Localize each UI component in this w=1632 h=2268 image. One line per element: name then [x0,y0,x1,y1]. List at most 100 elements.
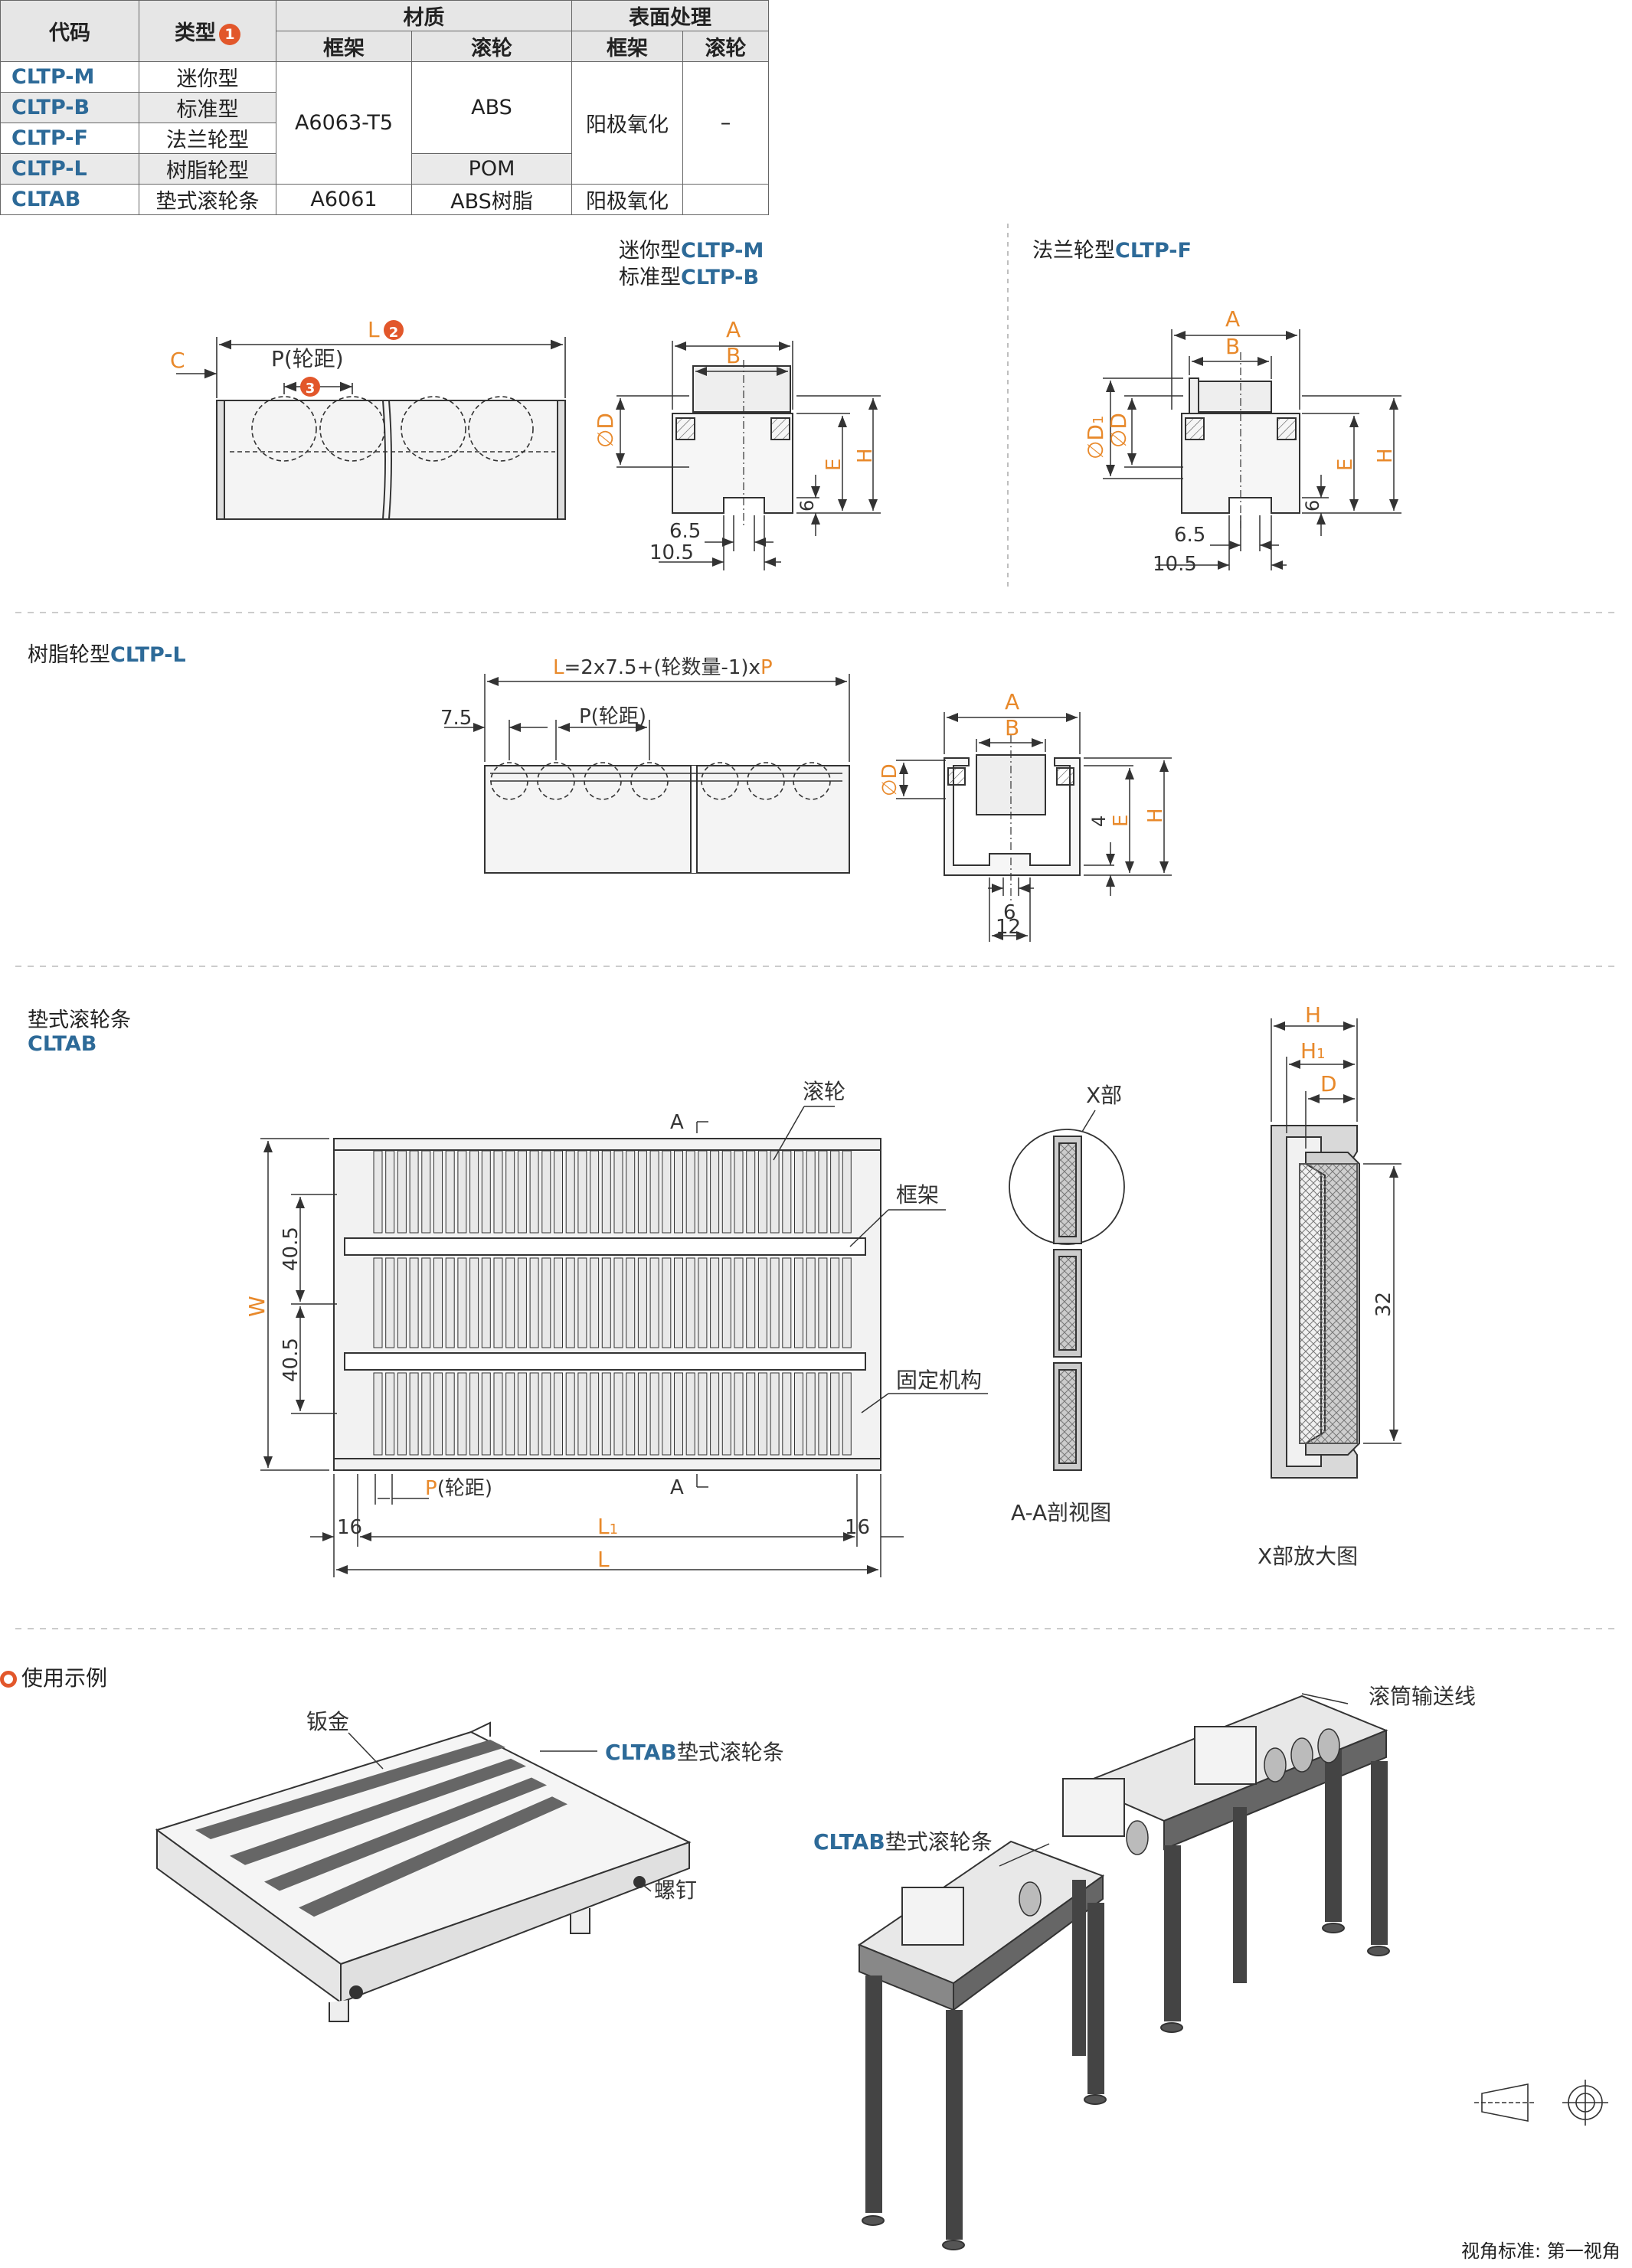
roller-bar [818,1257,828,1348]
roller-bar [770,1257,780,1348]
dim-B: B [726,343,741,368]
roller-bar [505,1257,515,1348]
dim-40-5-b: 40.5 [280,1338,303,1382]
callout-roller: 滚轮 [803,1079,845,1104]
note-badge: 1 [219,23,240,45]
roller-bar [590,1150,600,1234]
resin-label: 树脂轮型CLTP-L [28,643,186,667]
roller-bar [626,1257,636,1348]
first-angle-projection-icon [1474,2080,1608,2126]
flange-label: 法兰轮型CLTP-F [1032,239,1192,263]
cross-section-flange [1103,329,1401,570]
roller-strips [195,1740,567,1917]
dim-6-5: 6.5 [1174,524,1205,547]
roller-bar [830,1150,840,1234]
dim-B: B [1225,334,1240,359]
dim-H1: H1 [1300,1038,1326,1064]
roller-bar [770,1150,780,1234]
roller-bar [409,1257,419,1348]
roller-bar [649,1150,659,1234]
caption-x-zoom: X部放大图 [1258,1544,1358,1569]
dim-L: L [368,317,380,342]
dim-A: A [726,317,741,342]
roller-bar [397,1150,407,1234]
roller-bar [830,1372,840,1456]
dim-H: H [1144,808,1167,823]
mat-plan-view [260,1106,988,1577]
dim-L-formula: L=2x7.5+(轮数量-1)xP [553,656,773,679]
usage-example-title: 使用示例 [0,1662,107,1692]
roller-bar [373,1372,383,1456]
roller-bar [842,1150,852,1234]
roller-bar [541,1257,551,1348]
roller-strip [299,1796,567,1917]
row-type: 标准型 [139,92,276,123]
roller-bar [541,1372,551,1456]
roller-bar [806,1257,816,1348]
badge-3: 3 [306,381,316,397]
cell-roller-abs-resin: ABS树脂 [411,184,572,215]
callout-x-part: X部 [1086,1083,1122,1108]
roller-bar [734,1372,744,1456]
callout-conveyor: 滚筒输送线 [1369,1684,1476,1709]
roller-bar [601,1150,611,1234]
roller-bar [469,1257,479,1348]
roller-bar [421,1372,431,1456]
roller-bar [433,1150,443,1234]
roller-bar [590,1372,600,1456]
sheet-metal-illustration [155,1721,692,2022]
roller-bar [421,1150,431,1234]
roller-bar [529,1372,539,1456]
roller-bar [493,1150,503,1234]
callout-cltab: CLTAB垫式滚轮条 [605,1740,784,1765]
roller-bar [445,1257,455,1348]
roller-bar [433,1372,443,1456]
roller-bar [710,1150,720,1234]
roller-bar [529,1150,539,1234]
roller-bar [577,1372,587,1456]
dim-40-5-a: 40.5 [280,1227,303,1271]
roller-bar [721,1150,731,1234]
roller-bar [613,1150,623,1234]
dim-4: 4 [1088,815,1110,827]
roller-bar [397,1372,407,1456]
row-type: 迷你型 [139,61,276,93]
callout-frame: 框架 [896,1182,939,1208]
roller-bar [685,1372,695,1456]
cell-roller-abs: ABS [411,61,572,154]
roller-bar [757,1372,767,1456]
roller-bar [674,1372,683,1456]
dim-D: ∅D [1106,413,1131,448]
roller-bar [529,1257,539,1348]
roller-bar [445,1372,455,1456]
roller-bar [649,1372,659,1456]
roller-bar [493,1372,503,1456]
roller-bar [613,1372,623,1456]
dim-D: ∅D [878,763,901,796]
roller-bar [481,1257,491,1348]
dim-P-mat: P(轮距) [425,1477,492,1500]
cell-surface-frame-b: 阳极氧化 [571,184,683,215]
badge-3-icon [300,377,320,397]
row-type: 树脂轮型 [139,153,276,185]
roller-bar [397,1257,407,1348]
roller-bar [577,1150,587,1234]
row-type: 法兰轮型 [139,123,276,154]
side-view-resin [444,674,850,874]
roller-bar [721,1257,731,1348]
dim-E: E [823,459,845,471]
roller-bar [385,1372,395,1456]
roller-bar [457,1372,467,1456]
roller-bar [782,1150,792,1234]
cross-section-mini [616,341,881,570]
section-mark-A-top: A [670,1111,684,1134]
roller-bar [770,1372,780,1456]
roller-bar [601,1257,611,1348]
row-type: 垫式滚轮条 [139,184,276,215]
dim-6: 6 [1302,500,1323,511]
roller-bar [565,1150,575,1234]
roller-bar [806,1372,816,1456]
roller-bar [794,1372,803,1456]
